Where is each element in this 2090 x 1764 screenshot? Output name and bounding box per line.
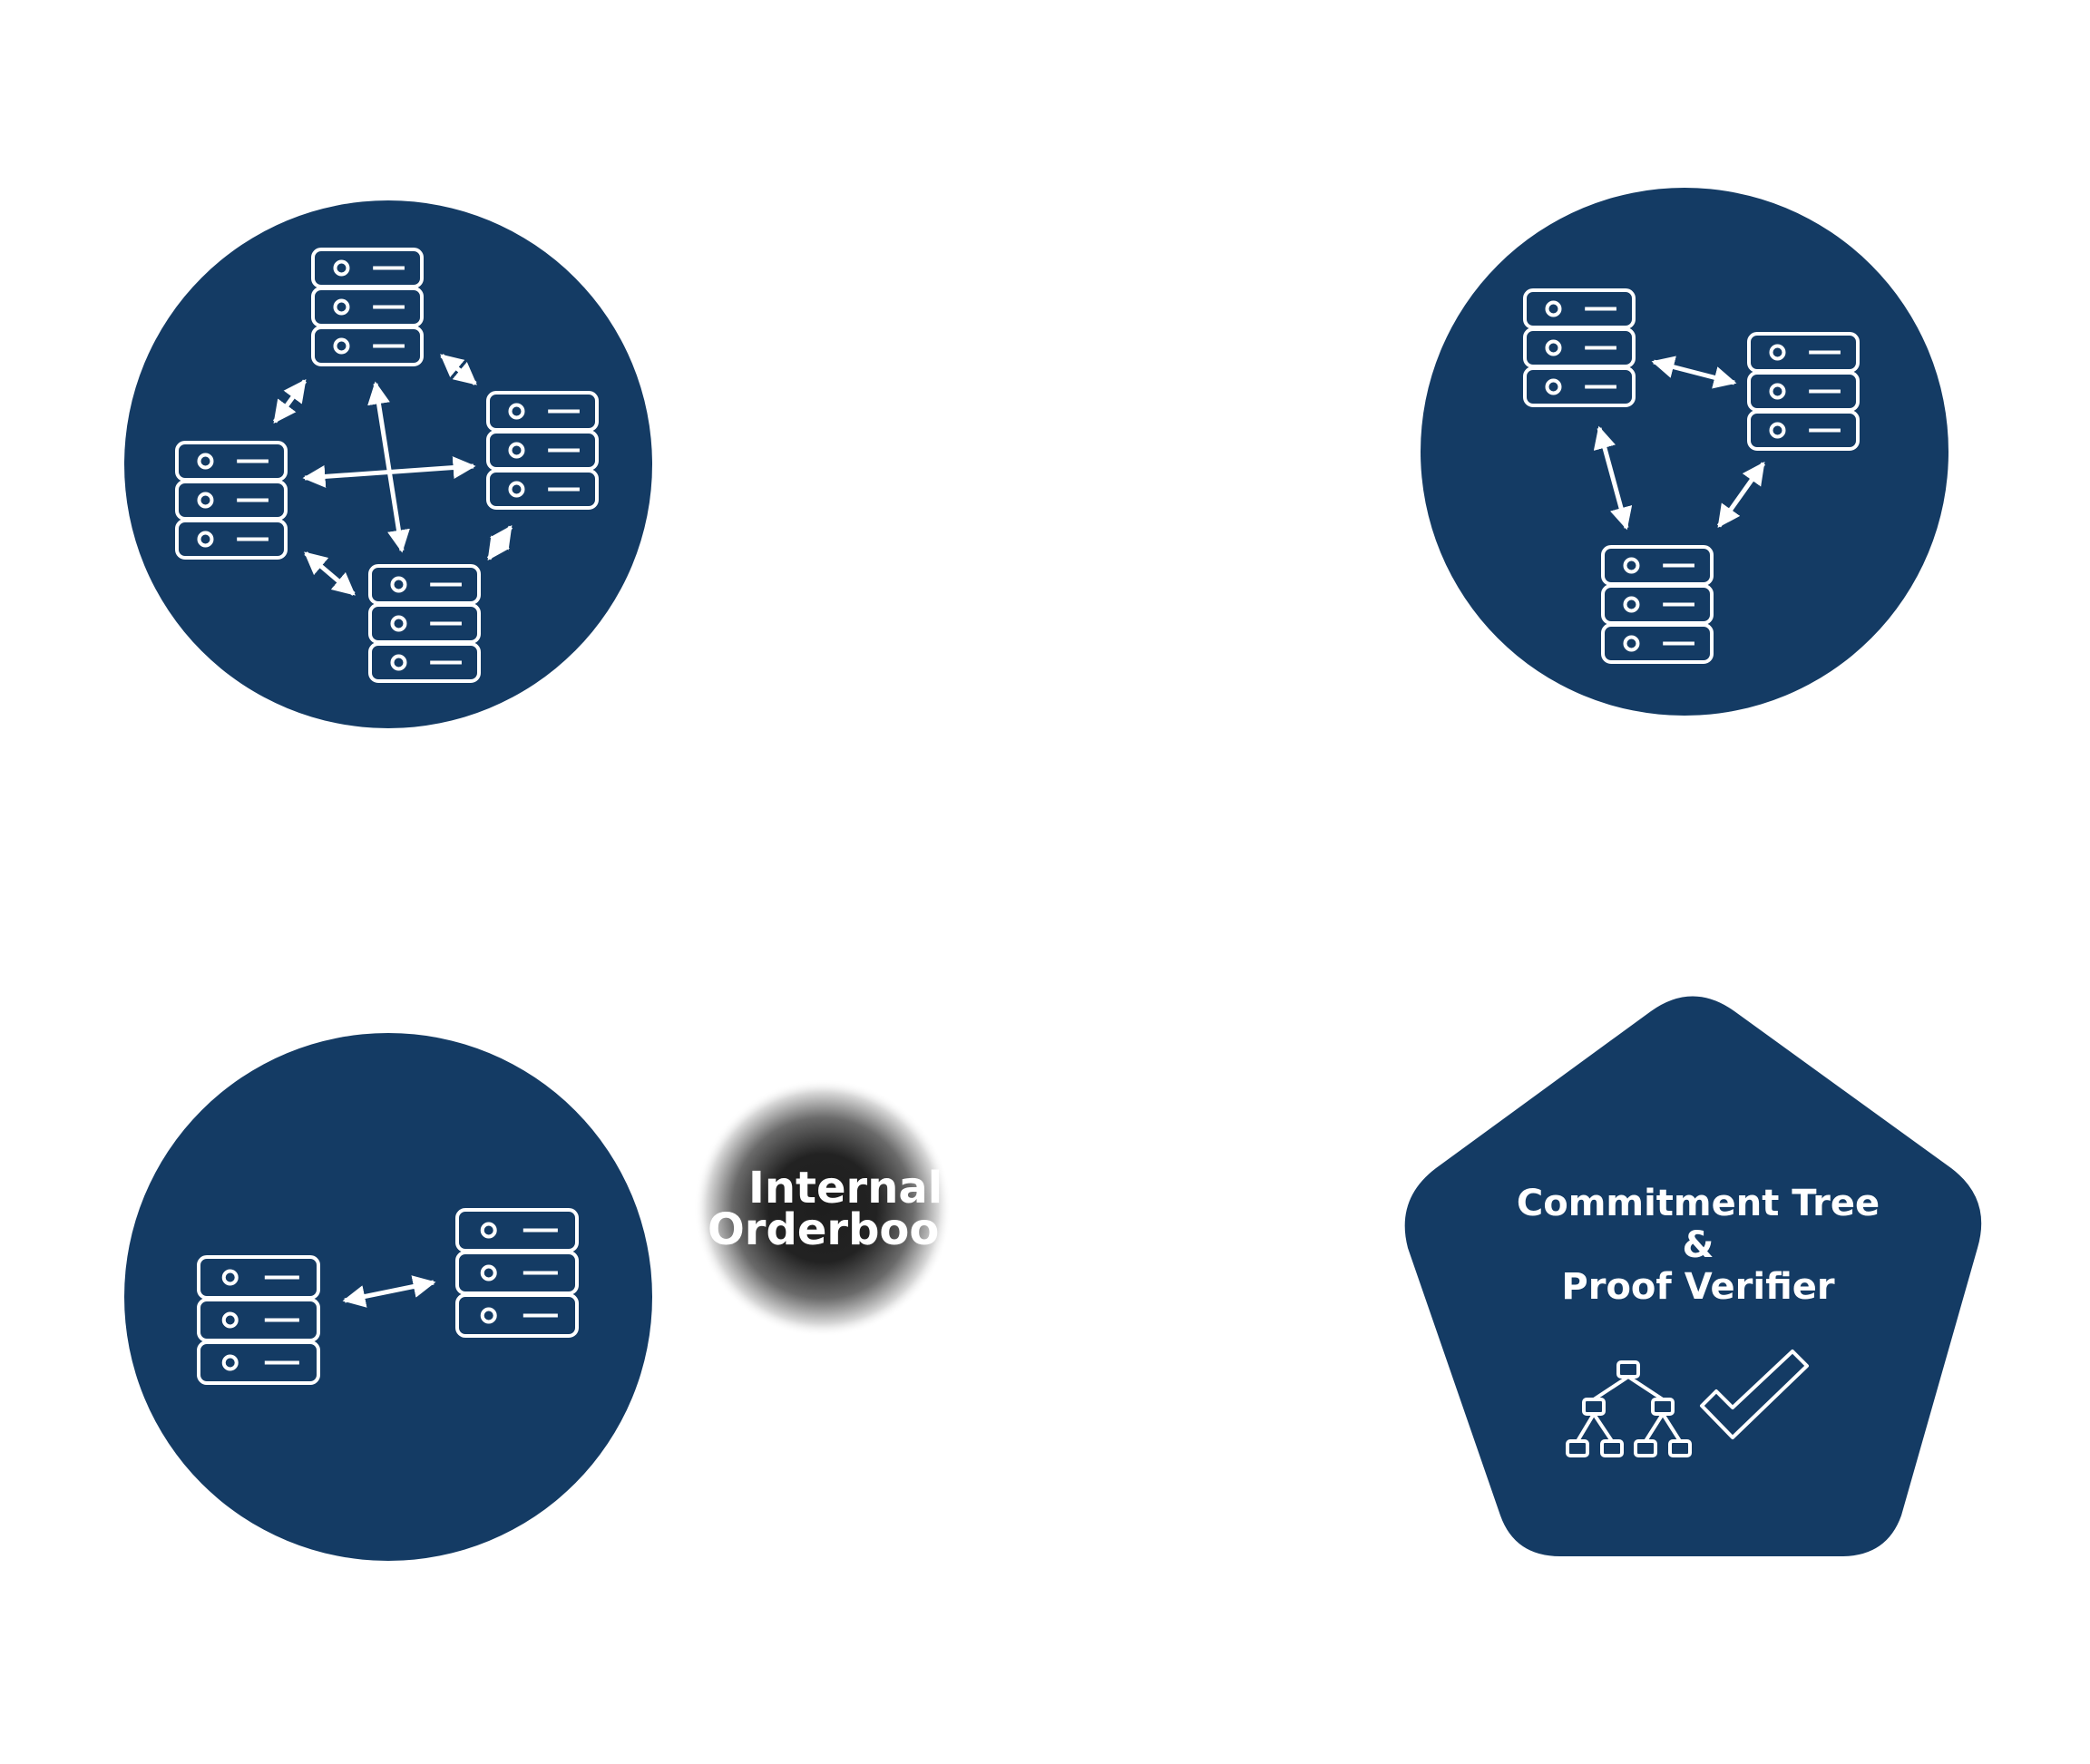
double-arrow-icon <box>486 524 513 561</box>
double-arrow-icon <box>1651 356 1737 389</box>
double-arrow-icon <box>342 1275 436 1308</box>
server-unit <box>455 1293 579 1338</box>
server-unit <box>486 469 599 510</box>
server-stack-icon <box>486 391 599 510</box>
server-led-icon <box>197 531 214 548</box>
server-led-icon <box>1545 378 1562 395</box>
server-unit <box>1601 623 1714 664</box>
server-led-icon <box>1623 596 1640 613</box>
network-two-servers <box>124 1033 652 1561</box>
server-stack-icon <box>311 248 424 366</box>
orderbook-label-line1: Internal <box>748 1163 942 1213</box>
double-arrow-icon <box>1593 425 1633 531</box>
server-unit <box>197 1340 320 1385</box>
server-led-icon <box>333 298 350 316</box>
server-led-icon <box>1769 344 1786 361</box>
server-unit <box>1523 366 1636 407</box>
commitment-tree-proof-verifier: Commitment Tree & Proof Verifier <box>1404 996 1982 1556</box>
server-led-icon <box>197 453 214 470</box>
server-stack-icon <box>368 564 481 683</box>
server-led-icon <box>197 492 214 509</box>
server-led-icon <box>480 1264 497 1282</box>
server-led-icon <box>1769 422 1786 439</box>
server-led-icon <box>221 1354 239 1371</box>
verifier-title-line2: & <box>1683 1224 1714 1266</box>
double-arrow-icon <box>1716 461 1766 529</box>
server-led-icon <box>333 337 350 355</box>
server-stack-icon <box>197 1255 320 1385</box>
tree-icon <box>1566 1360 1692 1457</box>
verifier-title-line1: Commitment Tree <box>1517 1183 1880 1224</box>
server-led-icon <box>508 442 525 459</box>
server-unit <box>311 326 424 366</box>
checkmark-icon <box>1700 1350 1809 1439</box>
server-stack-icon <box>455 1208 579 1338</box>
server-stack-icon <box>175 441 288 560</box>
server-unit <box>368 642 481 683</box>
double-arrow-icon <box>440 354 477 385</box>
network-three-servers <box>1421 188 1948 716</box>
server-led-icon <box>390 615 407 632</box>
server-led-icon <box>221 1269 239 1286</box>
double-arrow-icon <box>304 551 356 596</box>
server-led-icon <box>1623 557 1640 574</box>
double-arrow-icon <box>302 456 476 488</box>
server-led-icon <box>1623 635 1640 652</box>
server-led-icon <box>480 1307 497 1324</box>
internal-orderbook: Internal Orderboo <box>694 1079 952 1337</box>
server-led-icon <box>508 481 525 498</box>
network-four-servers <box>124 200 652 728</box>
server-led-icon <box>1545 339 1562 356</box>
server-led-icon <box>221 1311 239 1329</box>
server-stack-icon <box>1747 332 1860 451</box>
server-stack-icon <box>1523 288 1636 407</box>
server-led-icon <box>333 259 350 277</box>
server-led-icon <box>1769 383 1786 400</box>
pentagon-background <box>1404 996 1982 1556</box>
server-stack-icon <box>1601 545 1714 664</box>
server-unit <box>1747 410 1860 451</box>
orderbook-blur-background <box>694 1079 952 1337</box>
server-unit <box>175 519 288 560</box>
server-led-icon <box>480 1222 497 1239</box>
verifier-title-line3: Proof Verifier <box>1561 1266 1834 1308</box>
server-led-icon <box>390 576 407 593</box>
orderbook-label-line2: Orderboo <box>708 1204 939 1255</box>
server-led-icon <box>1545 300 1562 317</box>
server-led-icon <box>508 403 525 420</box>
server-led-icon <box>390 654 407 671</box>
double-arrow-icon <box>272 378 308 424</box>
node-circle-background <box>1421 188 1948 716</box>
